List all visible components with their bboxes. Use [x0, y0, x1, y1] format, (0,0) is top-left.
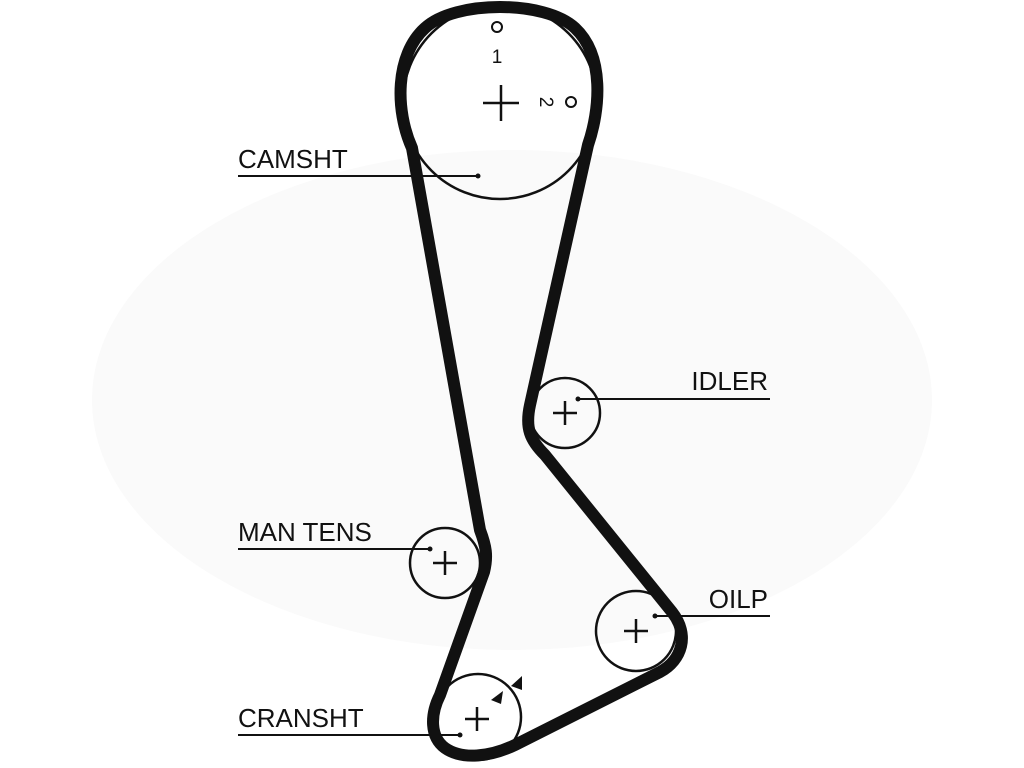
- oil-pump-leader: [652, 613, 770, 619]
- timing-belt: [394, 1, 688, 762]
- oil-pump-center-cross: [624, 619, 648, 643]
- crankshaft-leader: [238, 732, 463, 738]
- timing-mark-1-circle: [491, 21, 503, 33]
- background-shading: [92, 150, 932, 650]
- camshaft-center-cross: [483, 85, 519, 121]
- manual-tensioner-label: MAN TENS: [238, 517, 372, 547]
- timing-mark-2-circle: [565, 96, 577, 108]
- camshaft-label: CAMSHT: [238, 144, 348, 174]
- idler-center-cross: [553, 401, 577, 425]
- manual-tensioner-leader: [238, 546, 433, 552]
- crankshaft-timing-arrow: [511, 676, 522, 690]
- timing-mark-2-label: 2: [535, 97, 556, 108]
- timing-mark-1-label: 1: [492, 47, 503, 68]
- crankshaft-timing-pointer: [491, 691, 503, 704]
- idler-leader: [575, 396, 770, 402]
- crankshaft-label: CRANSHT: [238, 703, 364, 733]
- camshaft-leader: [238, 173, 481, 179]
- oil-pump-label: OILP: [709, 584, 768, 614]
- manual-tensioner-center-cross: [433, 551, 457, 575]
- idler-label: IDLER: [691, 366, 768, 396]
- crankshaft-center-cross: [465, 707, 489, 731]
